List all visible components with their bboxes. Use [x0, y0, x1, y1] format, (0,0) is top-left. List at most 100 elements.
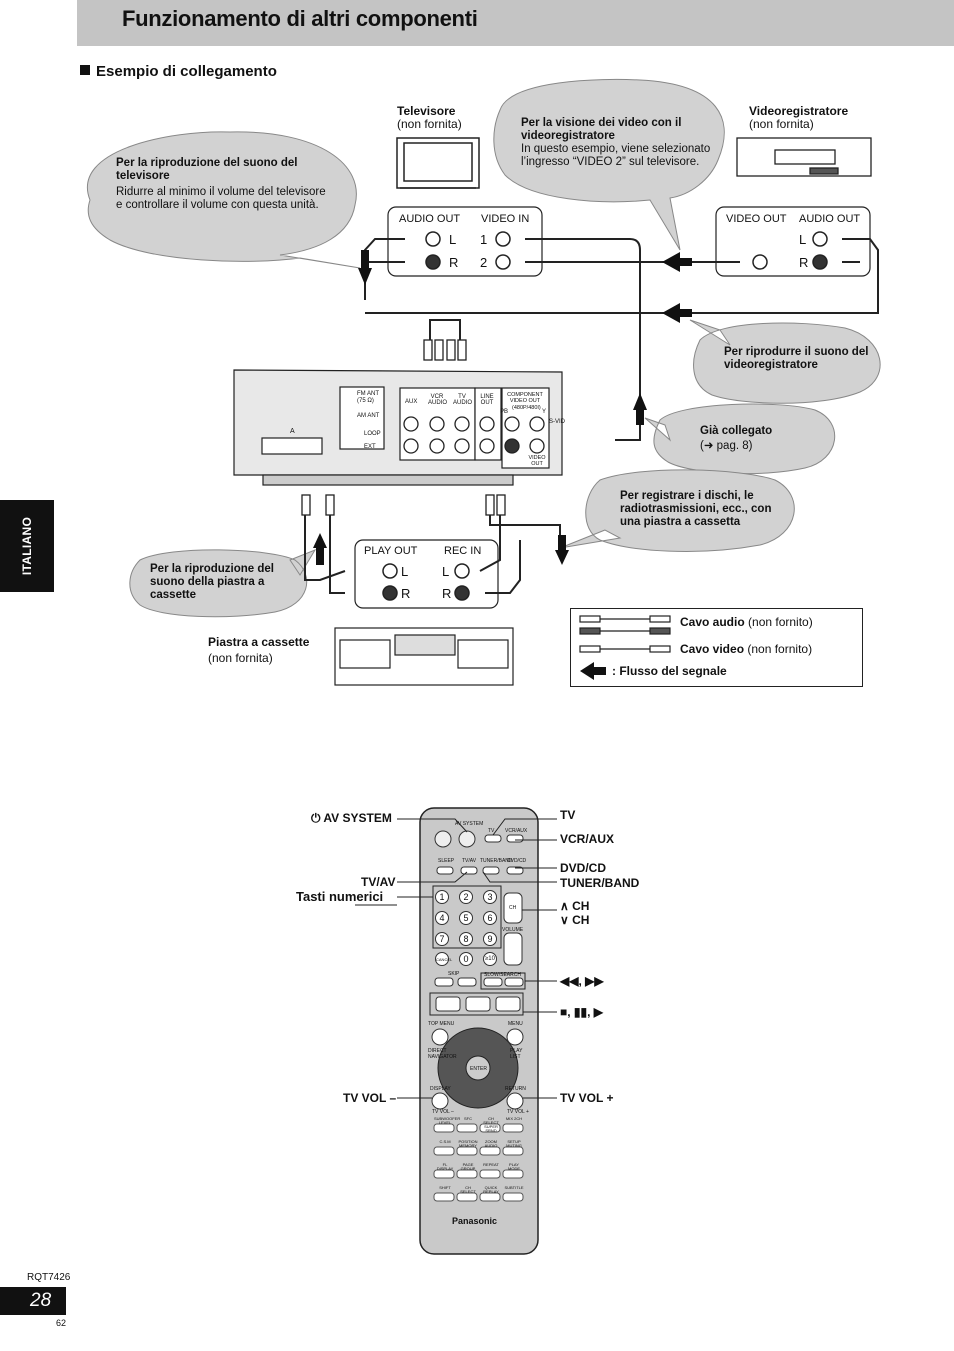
label-dvd-cd: DVD/CD: [560, 861, 607, 875]
bubble-tv-sound: [87, 131, 361, 269]
remote-fn-row4-2: QUICK REPLAY: [483, 1185, 499, 1194]
legend-video-note: (non fornito): [747, 642, 813, 656]
page-number: 28: [30, 1290, 52, 1311]
remote-tv-vol-minus-text: TV VOL –: [432, 1109, 454, 1115]
label-numeric-keys: Tasti numerici: [296, 889, 384, 904]
remote-key-0[interactable]: 1: [439, 892, 445, 902]
remote-volume-text: VOLUME: [502, 927, 524, 933]
tv-video-2-label: 2: [480, 255, 488, 270]
legend-audio-note: (non fornito): [748, 615, 813, 629]
remote-fn-row1-0: SUBWOOFER LEVEL: [434, 1116, 461, 1125]
tv-l-label: L: [449, 232, 457, 247]
svideo-label: S-VID: [549, 419, 566, 425]
remote-dvd-text: DVD/CD: [507, 858, 527, 864]
bubble-connected: [644, 403, 836, 475]
y-label: Y: [542, 409, 547, 415]
legend-audio-label: Cavo audio: [680, 615, 745, 629]
bubble-vcr-sound: [689, 319, 881, 404]
tv-audio-label: TV AUDIO: [453, 394, 473, 406]
flow-arrow-down-tv: [358, 250, 372, 285]
component-label: COMPONENT VIDEO OUT: [507, 392, 543, 404]
page-number-box: [0, 1287, 66, 1315]
remote-fn-row1-3: MIX 2CH: [505, 1116, 523, 1121]
tv-drawing: [396, 137, 480, 189]
vcr-drawing: [736, 137, 872, 177]
remote-key-10[interactable]: ≥10: [485, 956, 495, 962]
remote-menu-text: MENU: [508, 1021, 523, 1027]
bubble-vcr-sound-text: Per riprodurre il suono del videoregistr…: [724, 346, 869, 371]
cassette-rec-in-label: REC IN: [444, 545, 482, 557]
tv-note: (non fornita): [397, 117, 462, 131]
remote-enter-text: ENTER: [470, 1066, 487, 1072]
ext-label: EXT: [364, 444, 376, 450]
remote-key-7[interactable]: 8: [463, 934, 469, 944]
remote-fn-row3-3: PLAY MODE: [508, 1162, 520, 1171]
remote-direct-nav-text: DIRECT NAVIGATOR: [428, 1048, 457, 1060]
remote-display-text: DISPLAY: [430, 1086, 451, 1092]
flow-arrow-up-video: [633, 393, 647, 425]
flow-arrow-down-rec: [555, 535, 569, 565]
a-label: A: [290, 428, 295, 435]
remote-fn-row4-1: CH SELECT: [460, 1185, 476, 1194]
bubble-record: [559, 469, 795, 552]
remote-ch-text: CH: [509, 905, 517, 911]
remote-key-6[interactable]: 7: [439, 934, 445, 944]
bubble-vcr-view-title: Per la visione dei video con il videoreg…: [521, 117, 682, 142]
model-code: RQT7426: [27, 1272, 71, 1283]
remote-return-text: RETURN: [505, 1086, 526, 1092]
bubble-vcr-view-text: Per la visione dei video con il videoreg…: [521, 117, 711, 169]
label-tv-vol-plus: TV VOL +: [560, 1091, 614, 1105]
am-ant-label: AM ANT: [357, 413, 380, 419]
vcr-name: Videoregistratore: [749, 104, 849, 118]
label-tv-av: TV/AV: [361, 875, 396, 889]
aux-label: AUX: [405, 399, 418, 405]
cassette-label: Piastra a cassette(non fornita): [208, 636, 309, 665]
remote-vcr-aux-text: VCR/AUX: [505, 828, 528, 834]
remote-sleep-text: SLEEP: [438, 858, 455, 864]
video-out-small-label: VIDEO OUT: [528, 455, 546, 467]
remote-av-system-text: AV SYSTEM: [455, 821, 484, 827]
remote-key-5[interactable]: 6: [487, 913, 493, 923]
bubble-tv-sound-title: Per la riproduzione del suono del televi…: [116, 157, 298, 182]
resolution-label: (480P/480I): [512, 405, 541, 411]
vcr-video-out-label: VIDEO OUT: [726, 213, 787, 225]
legend-video-label: Cavo video: [680, 642, 745, 656]
remote-fn-row1-1: SFC: [464, 1116, 472, 1121]
remote-key-4[interactable]: 5: [463, 913, 469, 923]
remote-key-8[interactable]: 9: [487, 934, 493, 944]
cassette-in-r-label: R: [442, 586, 452, 601]
cassette-out-l-label: L: [401, 564, 409, 579]
legend-video: Cavo video (non fornito): [680, 642, 812, 656]
bubble-cassette-sound-text: Per la riproduzione del suono della pias…: [150, 563, 274, 601]
flow-arrow-left-vcr-audio: [662, 303, 692, 323]
remote-key-9[interactable]: 0: [463, 954, 469, 964]
label-tv: TV: [560, 808, 576, 822]
bubble-connected-text: Già collegato(➜ pag. 8): [700, 425, 820, 453]
remote-top-menu-text: TOP MENU: [428, 1021, 455, 1027]
title-bar: [77, 0, 954, 46]
label-av-system-text: AV SYSTEM: [323, 811, 392, 825]
remote-fn-row4-3: SUBTITLE: [504, 1185, 524, 1190]
remote-fn-row3-2: REPEAT: [483, 1162, 499, 1167]
remote-fn-row2-0: C.S.M: [439, 1139, 451, 1144]
fm-ohm-label: (75 Ω): [357, 398, 374, 404]
page-title: Funzionamento di altri componenti: [122, 6, 478, 31]
label-vcr-aux: VCR/AUX: [560, 832, 615, 846]
section-heading: Esempio di collegamento: [80, 63, 277, 80]
label-search: ◀◀, ▶▶: [560, 974, 604, 988]
remote-fn-row2-3: SETUP MUTING: [506, 1139, 522, 1148]
cassette-note: (non fornita): [208, 651, 273, 665]
power-icon: ⏻: [311, 811, 324, 825]
tv-video-1-label: 1: [480, 232, 488, 247]
section-heading-text: Esempio di collegamento: [96, 63, 277, 80]
remote-key-2[interactable]: 3: [487, 892, 493, 902]
label-ch-down: ∨ CH: [560, 913, 590, 927]
flow-arrow-left-vcr: [662, 252, 692, 272]
pb-label: PB: [500, 409, 509, 415]
remote-fn-row3-1: PAGE GROUP: [460, 1162, 476, 1171]
remote-key-3[interactable]: 4: [439, 913, 445, 923]
remote-key-1[interactable]: 2: [463, 892, 469, 902]
vcr-label: Videoregistratore(non fornita): [749, 105, 848, 131]
remote-fn-row2-1: POSITION MEMORY: [458, 1139, 478, 1148]
